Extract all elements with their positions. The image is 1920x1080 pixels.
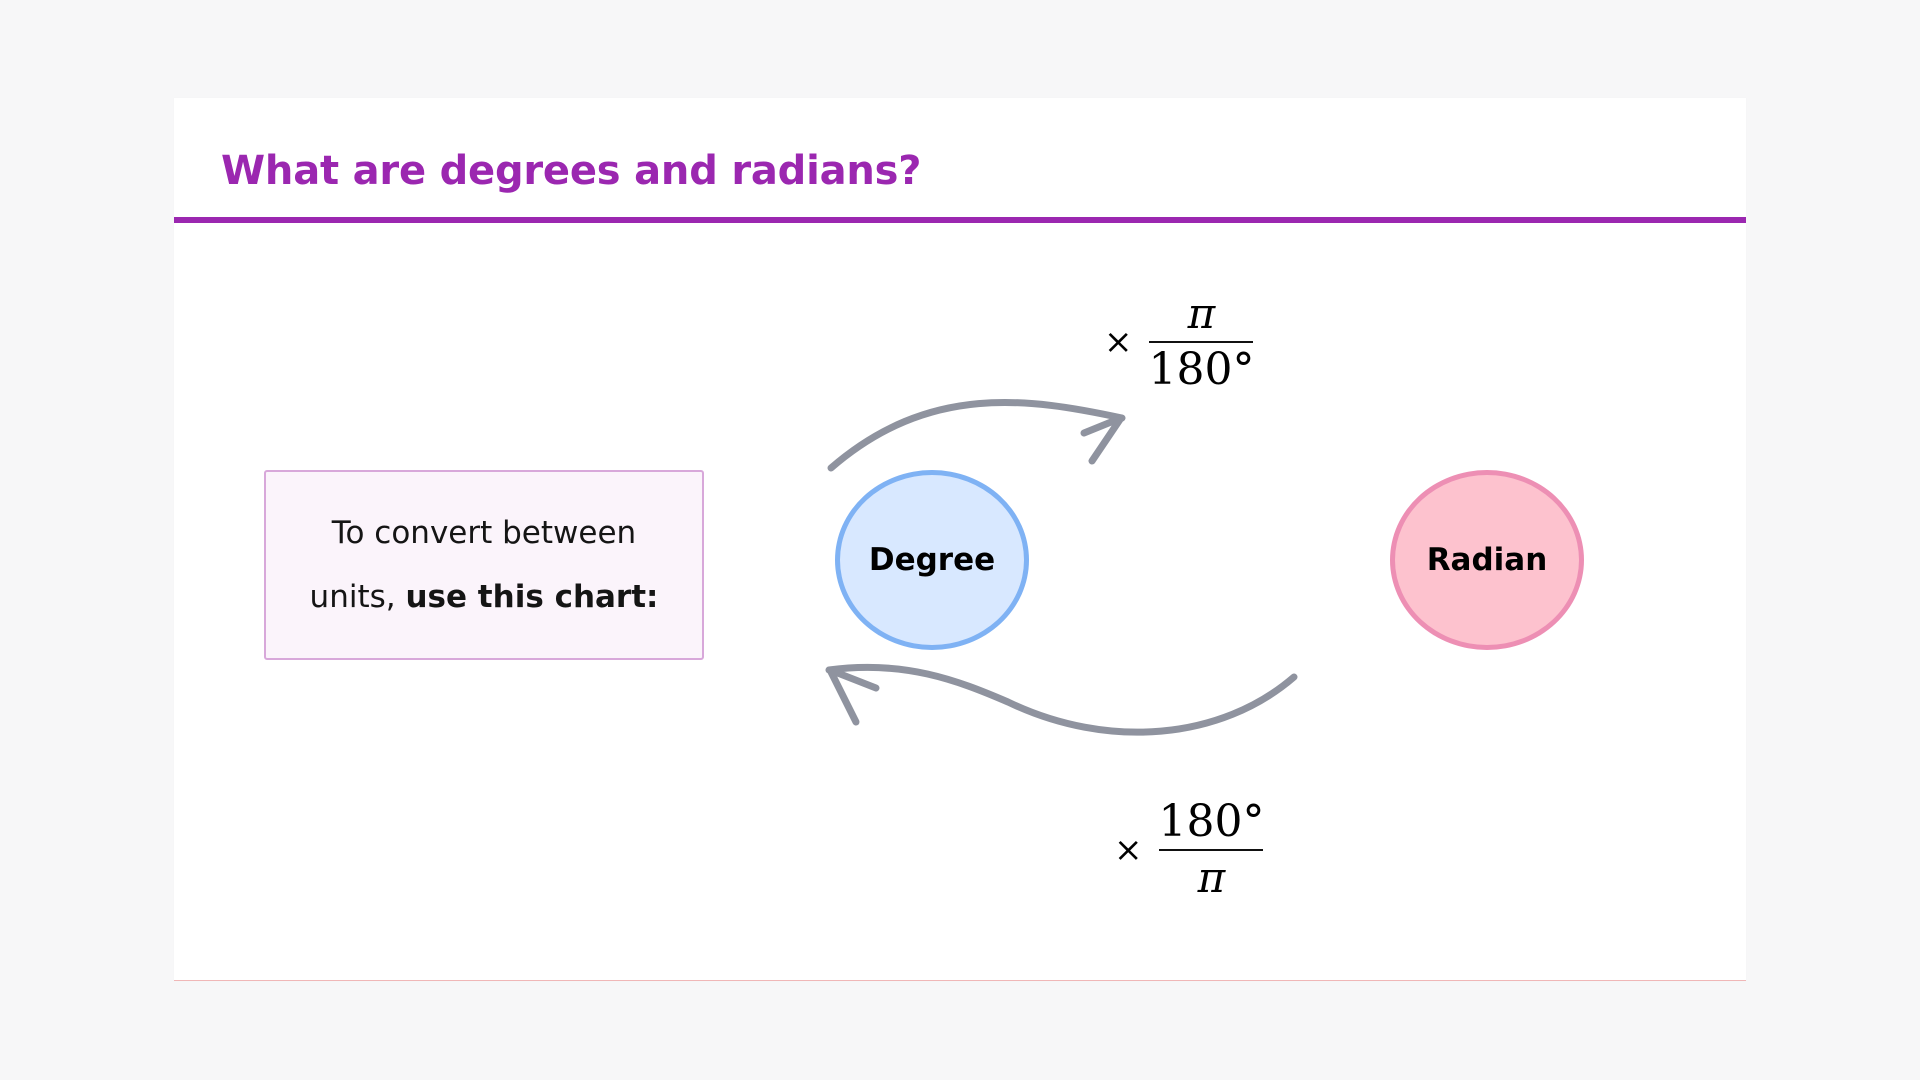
180-over-pi-fraction: 180° π: [1153, 797, 1271, 903]
degree-node-label: Degree: [868, 542, 996, 578]
fraction-bar: [1149, 341, 1254, 343]
conversion-diagram: [825, 398, 1298, 736]
radian-node-label: Radian: [1426, 542, 1548, 578]
instruction-text: To convert between units, use this chart…: [310, 501, 659, 629]
fraction-denominator: 180°: [1148, 344, 1255, 395]
multiply-operator: ×: [1114, 830, 1143, 870]
instruction-line-1: To convert between: [331, 515, 637, 551]
pi-over-180-fraction: π 180°: [1143, 289, 1261, 395]
fraction-numerator: π: [1187, 289, 1216, 338]
instruction-box: To convert between units, use this chart…: [264, 470, 704, 660]
degree-to-radian-arrowhead: [1080, 414, 1125, 465]
page-title: What are degrees and radians?: [221, 148, 922, 194]
radian-to-degree-arrow: [825, 663, 1298, 736]
radian-node: Radian: [1390, 470, 1584, 650]
fraction-denominator: π: [1197, 853, 1226, 902]
degree-node: Degree: [835, 470, 1029, 650]
degree-to-radian-formula: × π 180°: [1104, 288, 1260, 396]
instruction-line-2-bold: use this chart:: [405, 579, 659, 615]
radian-to-degree-arrowhead: [826, 666, 880, 726]
slide: What are degrees and radians? To convert…: [174, 98, 1746, 981]
radian-to-degree-formula: × 180° π: [1114, 796, 1270, 904]
fraction-bar: [1159, 849, 1264, 851]
fraction-numerator: 180°: [1158, 796, 1265, 847]
degree-to-radian-arrow: [827, 398, 1126, 472]
instruction-line-2-prefix: units,: [309, 579, 406, 615]
title-underline: [174, 217, 1746, 223]
multiply-operator: ×: [1104, 322, 1133, 362]
